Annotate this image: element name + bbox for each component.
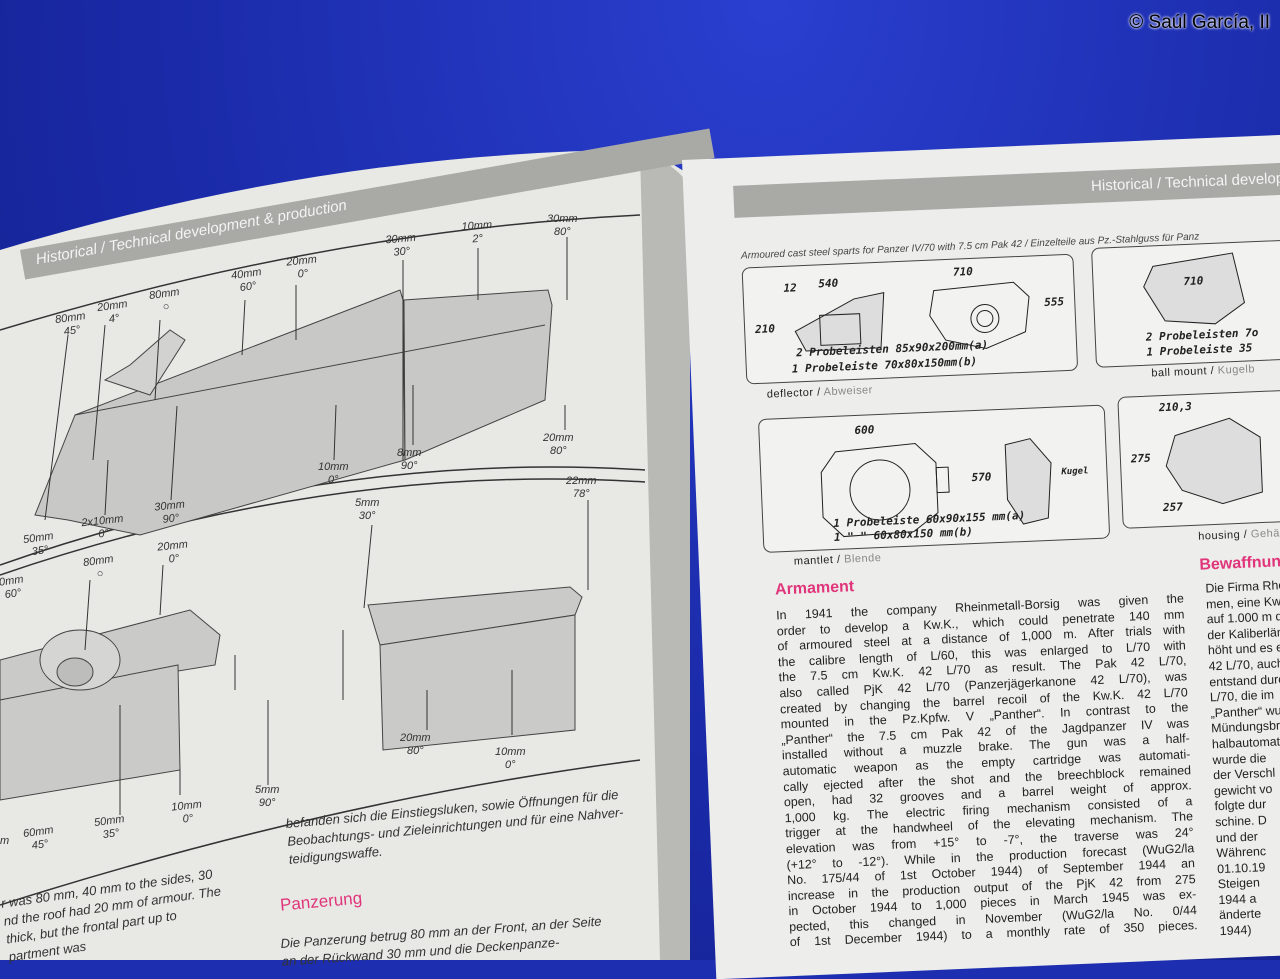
armor-label: 30mm 80° [547,213,578,238]
armor-label: 10mm 0° [318,461,349,486]
housing-sketch: 210,3 257 275 [1117,388,1280,529]
hull-rear-drawing [0,586,583,801]
part-name-de: Kugelb [1217,363,1256,377]
dimension: 710 [1183,274,1204,289]
part-name-de: Gehä [1250,527,1280,541]
part-name-en: mantlet [793,554,834,568]
right-page: Historical / Technical developmen Armour… [682,134,1280,979]
dimension: 275 [1130,451,1152,466]
armor-label: 80mm 45° [54,309,87,339]
text-line: Die Firma Rheinm [1205,577,1280,596]
housing-label: housing / Gehä [1198,527,1280,542]
mantlet-label: mantlet / Blende [794,552,882,568]
ball-mount-label: ball mount / Kugelb [1151,363,1255,379]
armor-label: m [0,835,10,847]
armor-label: 80mm ○ [148,285,181,314]
housing-drawing [1165,417,1263,505]
dimension: 210 [754,322,776,337]
ball-mount-sketch: 2 Probeleisten 7o 1 Probeleiste 35 710 [1091,238,1280,368]
dimension: Kugel [1061,466,1089,478]
armor-label: 20mm 80° [400,732,431,757]
dimension: 600 [854,423,875,438]
dimension: 12 [783,281,797,295]
armor-label: 10mm 0° [170,798,203,826]
dimension: 710 [952,264,974,279]
dimension: 210,3 [1158,399,1193,415]
separator: / [816,386,821,399]
right-header-band: Historical / Technical developmen [733,160,1280,218]
dimension: 540 [818,276,839,291]
armor-label: 40mm 60° [230,265,263,295]
armor-label: 10mm 2° [461,218,493,246]
deflector-drawing [794,281,1030,352]
hull-top-drawing [34,289,553,536]
armor-label: 0mm 60° [0,573,25,602]
top-diagram-frame [0,214,641,331]
part-name-de: Abweiser [823,384,874,399]
deflector-label: deflector / Abweiser [767,384,873,400]
armor-label: 20mm 4° [96,297,129,326]
bewaffnung-heading: Bewaffnung [1199,552,1280,574]
part-name-de: Blende [843,552,882,566]
armament-paragraph: In 1941 the company Rheinmetall-Borsig w… [776,591,1198,951]
armor-label: 30mm 30° [384,231,417,259]
armor-label: 50mm 35° [93,812,126,842]
armor-label: 60mm 45° [22,823,55,853]
part-name-en: housing [1197,528,1241,543]
part-name-en: ball mount [1151,365,1208,380]
separator: / [836,553,841,566]
armor-label: 20mm 0° [285,253,318,281]
separator: / [1243,528,1248,541]
dimension: 257 [1162,500,1184,515]
armament-heading: Armament [774,578,855,599]
armor-label: 10mm 0° [495,746,526,771]
deflector-sketch: 710 555 12 540 210 2 Probeleisten 85x90x… [741,253,1079,385]
ball-mount-drawing [1143,252,1246,325]
mantlet-drawing [820,438,1052,538]
armor-label: 5mm 90° [255,784,280,809]
armor-label: 20mm 80° [543,432,574,457]
armor-label: 8mm 90° [397,447,422,472]
armor-label: 50mm 35° [22,529,55,559]
copyright-watermark: © Saúl García, II [1129,12,1270,33]
armor-label: 80mm ○ [82,552,115,581]
armor-label: 5mm 30° [355,497,380,522]
armor-label: 20mm 0° [156,538,189,566]
mantlet-sketch: 600 570 Kugel 1 Probeleiste 60x90x155 mm… [757,404,1111,553]
armor-label: 22mm 78° [566,475,597,500]
bottom-diagram-frame [0,759,641,906]
dimension: 570 [971,470,992,485]
separator: / [1210,364,1215,378]
dimension: 555 [1044,295,1065,309]
armor-label: 2x10mm 0° [80,512,124,541]
armor-label: 30mm 90° [153,498,186,526]
part-name-en: deflector [766,386,814,401]
